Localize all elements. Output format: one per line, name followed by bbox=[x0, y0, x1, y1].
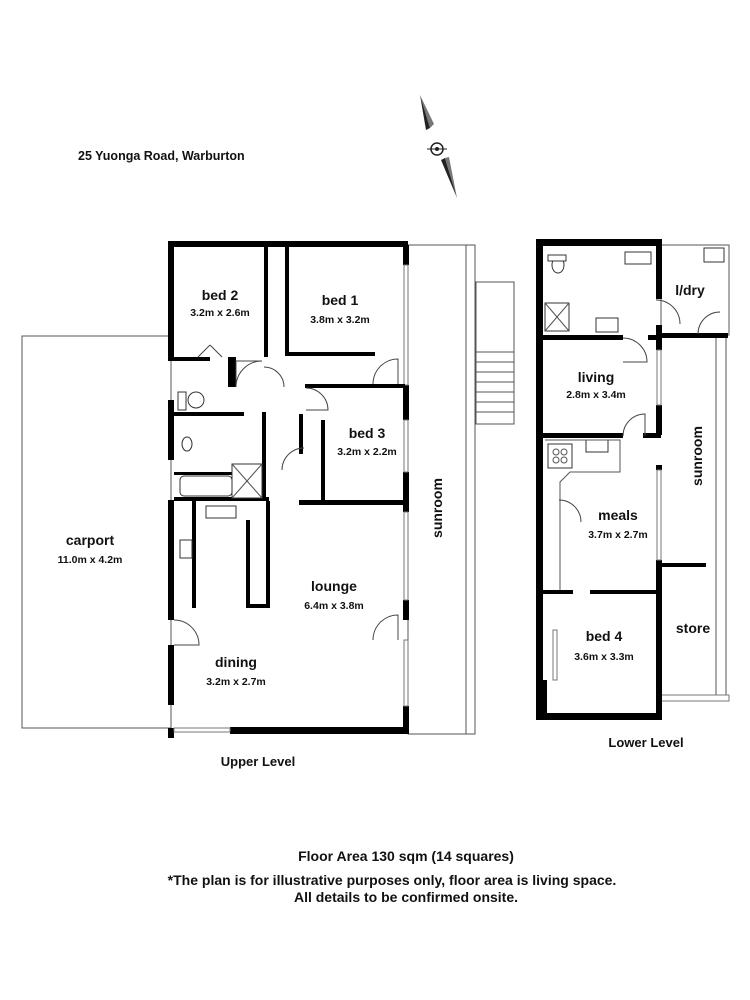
bed3-dims: 3.2m x 2.2m bbox=[337, 446, 397, 458]
lower-level-labels: l/dry living 2.8m x 3.4m sunroom meals 3… bbox=[566, 282, 710, 750]
stairs bbox=[475, 281, 515, 425]
disclaimer-line2: All details to be confirmed onsite. bbox=[294, 889, 518, 905]
lower-level-plan bbox=[536, 239, 730, 720]
carport-dims: 11.0m x 4.2m bbox=[58, 554, 123, 566]
sunroom-upper-name: sunroom bbox=[429, 478, 445, 538]
bed4-name: bed 4 bbox=[586, 628, 623, 644]
floor-area-text: Floor Area 130 sqm (14 squares) bbox=[298, 848, 514, 864]
store-name: store bbox=[676, 620, 710, 636]
lounge-dims: 6.4m x 3.8m bbox=[304, 600, 364, 612]
lounge-name: lounge bbox=[311, 578, 357, 594]
sunroom-lower-name: sunroom bbox=[689, 426, 705, 486]
bed2-name: bed 2 bbox=[202, 287, 239, 303]
ldry-name: l/dry bbox=[675, 282, 705, 298]
dining-dims: 3.2m x 2.7m bbox=[206, 676, 266, 688]
address-text: 25 Yuonga Road, Warburton bbox=[78, 149, 245, 163]
upper-level-plan bbox=[21, 241, 515, 738]
bed1-name: bed 1 bbox=[322, 292, 359, 308]
bed4-dims: 3.6m x 3.3m bbox=[574, 651, 634, 663]
bed1-dims: 3.8m x 3.2m bbox=[310, 314, 370, 326]
living-name: living bbox=[578, 369, 615, 385]
carport-name: carport bbox=[66, 532, 115, 548]
upper-level-labels: bed 2 3.2m x 2.6m bed 1 3.8m x 3.2m bed … bbox=[58, 287, 445, 769]
disclaimer-line1: *The plan is for illustrative purposes o… bbox=[168, 872, 617, 888]
meals-name: meals bbox=[598, 507, 638, 523]
living-dims: 2.8m x 3.4m bbox=[566, 389, 626, 401]
lower-level-label: Lower Level bbox=[608, 735, 683, 750]
meals-dims: 3.7m x 2.7m bbox=[588, 529, 648, 541]
dining-name: dining bbox=[215, 654, 257, 670]
upper-level-label: Upper Level bbox=[221, 754, 295, 769]
bed2-dims: 3.2m x 2.6m bbox=[190, 307, 250, 319]
north-arrow-icon bbox=[420, 95, 457, 198]
bed3-name: bed 3 bbox=[349, 425, 386, 441]
